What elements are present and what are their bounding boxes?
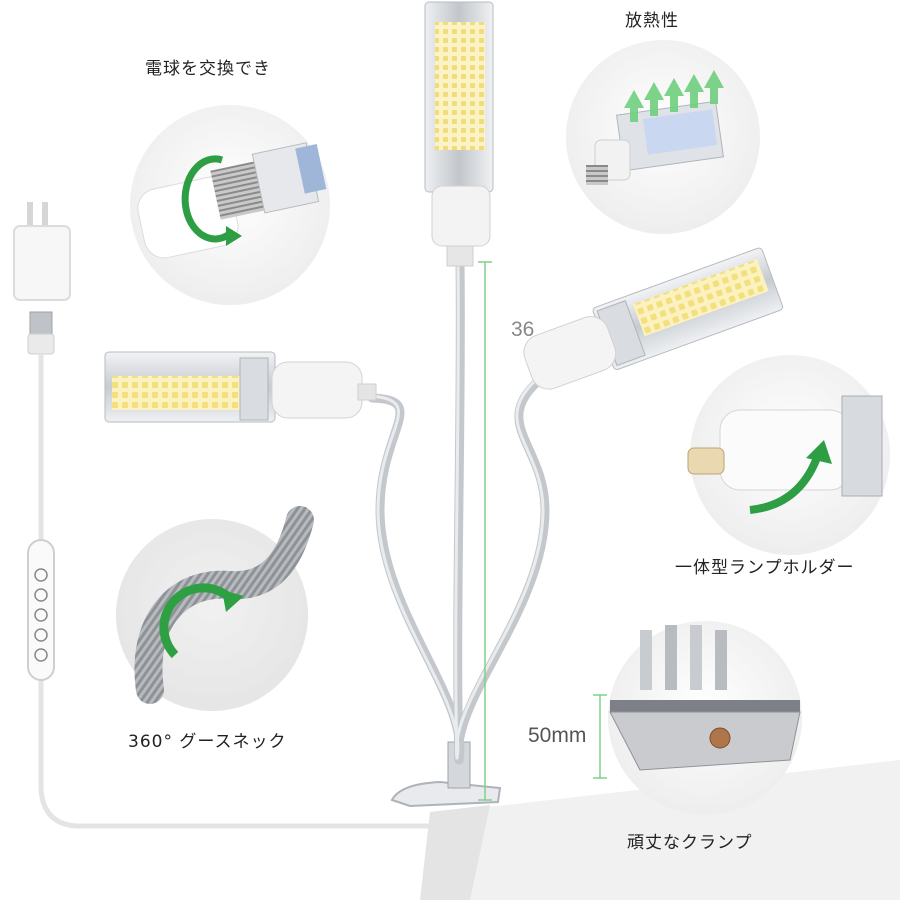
clamp-measure (593, 694, 607, 779)
power-button (34, 568, 48, 582)
right-lamp (523, 247, 784, 390)
clamp-size-label: 50mm (528, 724, 587, 747)
clamp-inset (608, 621, 802, 815)
rotate-arrow-icon-2 (749, 453, 822, 514)
color-button (34, 648, 48, 662)
clamp-label: 頑丈なクランプ (627, 833, 753, 853)
rotate-arrow-icon (181, 155, 235, 243)
gooseneck-label: 360° グースネック (128, 732, 287, 752)
gooseneck-inset (116, 506, 314, 711)
top-lamp (424, 1, 494, 267)
usb-adapter (13, 202, 71, 355)
left-lamp (104, 351, 377, 423)
inline-controller (27, 539, 55, 681)
power-cable (38, 354, 455, 829)
timer-button (34, 588, 48, 602)
clamp-base (390, 741, 502, 808)
bulb-replace-inset (130, 105, 330, 305)
rotate-arrow-icon-3 (159, 583, 236, 659)
lamp-holder-inset (687, 355, 890, 555)
height-indicator (478, 261, 492, 801)
bulb-replace-label: 電球を交換でき (145, 59, 271, 79)
heat-dissipation-label: 放熱性 (625, 11, 679, 31)
lamp-holder-label: 一体型ランプホルダー (675, 558, 855, 578)
mode-button (34, 608, 48, 622)
table-edge (420, 760, 900, 900)
brightness-button (34, 628, 48, 642)
rotation-label: 36 (511, 318, 535, 341)
heat-arrows-icon (624, 70, 724, 122)
heat-dissipation-inset (566, 40, 760, 234)
